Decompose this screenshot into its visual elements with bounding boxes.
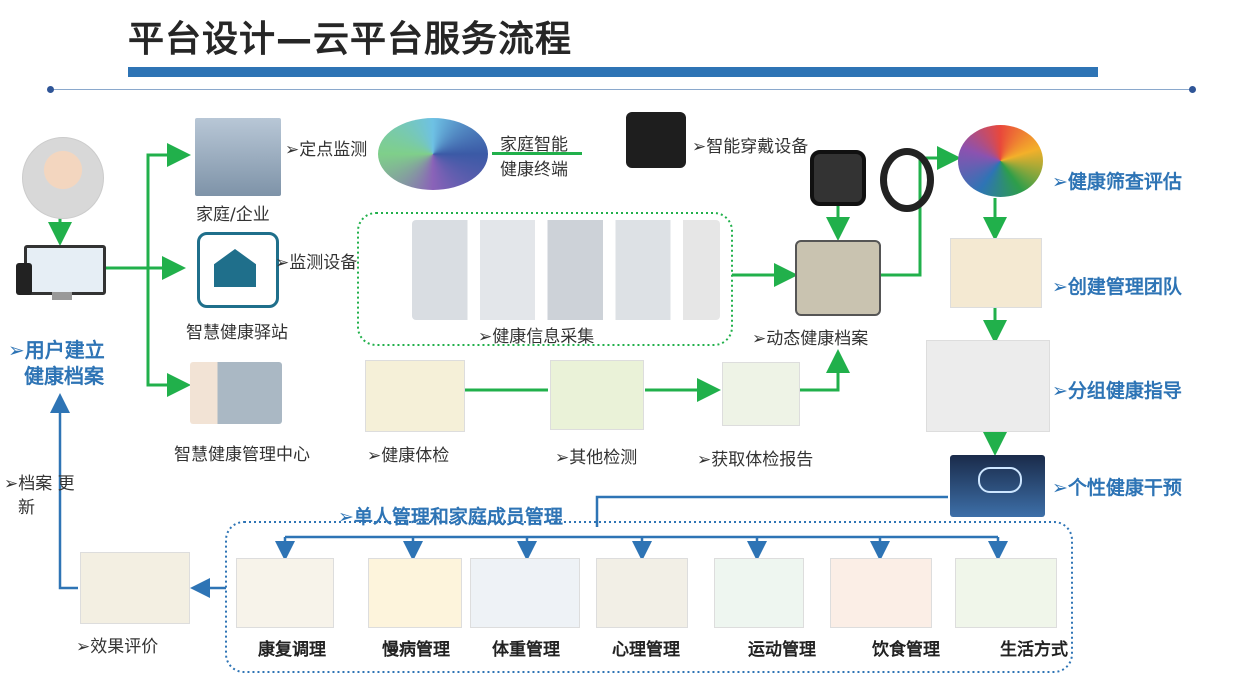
step-intervention-label: ➢个性健康干预 [1052,477,1182,499]
step-screening-label: ➢健康筛查评估 [1052,171,1182,193]
rehab-icon [236,558,334,628]
home-terminal-label-2: 健康终端 [500,160,568,180]
screening-icon [958,125,1043,197]
chronic-icon [368,558,462,628]
mgmt-item-exercise: 运动管理 [748,640,816,660]
mgmt-item-rehab: 康复调理 [258,640,326,660]
checkup-label: ➢健康体检 [367,446,450,466]
diet-icon [830,558,932,628]
user-archive-label-2: 健康档案 [24,364,104,388]
effect-eval-label: ➢效果评价 [76,637,159,657]
title-underline [128,67,1098,77]
lifestyle-icon [955,558,1057,628]
psychology-icon [596,558,688,628]
doctor-hospital-icon [190,362,282,424]
divider-dot-left [47,86,54,93]
report-cartoon-icon [722,362,800,426]
mgmt-item-diet: 饮食管理 [872,640,940,660]
cloud-icon [950,455,1045,517]
step-guidance-label: ➢分组健康指导 [1052,380,1182,402]
smartwatch-icon [810,150,866,206]
home-terminal-devices-icon [378,118,488,190]
checkup-cartoon-icon [365,360,465,432]
management-header: ➢单人管理和家庭成员管理 [338,506,563,528]
exercise-icon [714,558,804,628]
weight-icon [470,558,580,628]
monitor-device-label: ➢监测设备 [275,253,358,273]
terminal-arrow [492,152,582,155]
mgmt-item-lifestyle: 生活方式 [1000,640,1068,660]
mgmt-item-chronic: 慢病管理 [382,640,450,660]
guidance-icon [926,340,1050,432]
divider-dot-right [1189,86,1196,93]
mgmt-item-psychology: 心理管理 [612,640,680,660]
health-collection-devices-icon [412,220,720,320]
building-icon [195,118,281,196]
dynamic-archive-label: ➢动态健康档案 [752,329,869,349]
other-test-label: ➢其他检测 [555,448,638,468]
mgmt-item-weight: 体重管理 [492,640,560,660]
team-icon [950,238,1042,308]
home-enterprise-label: 家庭/企业 [196,205,270,225]
health-station-label: 智慧健康驿站 [186,323,288,343]
get-report-label: ➢获取体检报告 [697,450,814,470]
wearable-label: ➢智能穿戴设备 [692,137,809,157]
health-station-icon [197,232,279,308]
step-team-label: ➢创建管理团队 [1052,276,1182,298]
evaluation-icon [80,552,190,624]
archive-update-label-2: 新 [18,498,35,518]
divider-line [50,89,1192,90]
user-archive-label-1: ➢用户建立 [8,338,105,362]
fitness-band-icon [880,148,934,212]
user-avatar [22,137,104,219]
info-collect-label: ➢健康信息采集 [478,327,595,347]
health-center-label: 智慧健康管理中心 [174,445,310,465]
fixed-monitor-label: ➢定点监测 [285,140,368,160]
home-terminal-label-1: 家庭智能 [500,135,568,155]
smart-box-icon [626,112,686,168]
other-test-cartoon-icon [550,360,644,430]
page-title: 平台设计—云平台服务流程 [128,19,573,60]
archive-update-label-1: ➢档案 更 [4,474,75,494]
computer-devices-icon [16,245,106,303]
computer-archive-icon [795,240,881,316]
